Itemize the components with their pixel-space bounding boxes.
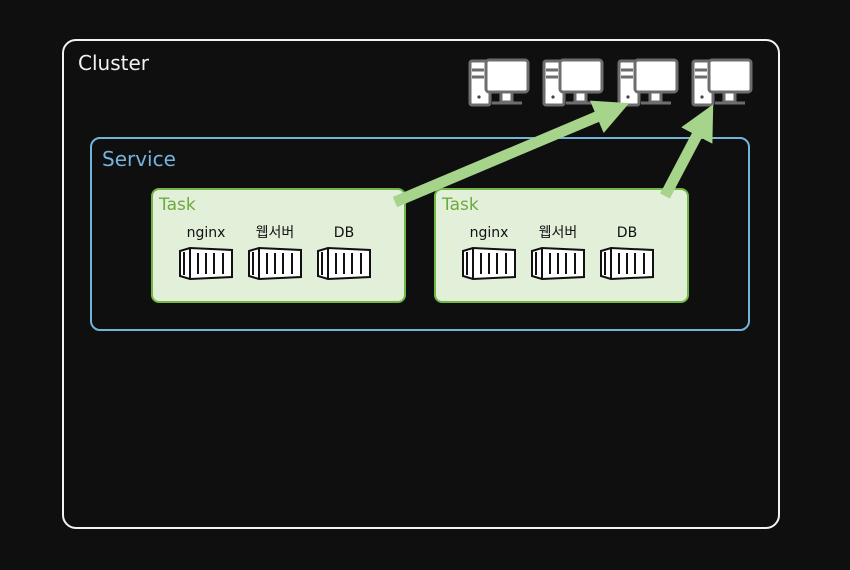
task-label: Task [442, 195, 479, 215]
container-name: DB [333, 225, 355, 241]
computer-icon [617, 58, 679, 112]
computer-2 [542, 58, 604, 112]
computer-3 [617, 58, 679, 112]
task-label: Task [159, 195, 196, 215]
computer-icon [691, 58, 753, 112]
container-nginx: nginx [460, 224, 518, 280]
container-db: DB [598, 224, 656, 280]
container-name: 웹서버 [538, 225, 578, 241]
container-name: 웹서버 [255, 225, 295, 241]
task-box-2: Task nginx 웹서버 DB [434, 188, 689, 303]
container-name: nginx [469, 225, 509, 241]
computer-icon [468, 58, 530, 112]
computer-icon [542, 58, 604, 112]
service-label: Service [102, 147, 176, 171]
container-webserver: 웹서버 [529, 224, 587, 280]
task-box-1: Task nginx 웹서버 DB [151, 188, 406, 303]
shipping-container-icon [246, 246, 304, 280]
shipping-container-icon [315, 246, 373, 280]
cluster-box: Cluster [62, 39, 780, 529]
container-webserver: 웹서버 [246, 224, 304, 280]
cluster-label: Cluster [78, 51, 149, 75]
shipping-container-icon [460, 246, 518, 280]
shipping-container-icon [529, 246, 587, 280]
container-name: DB [616, 225, 638, 241]
container-nginx: nginx [177, 224, 235, 280]
container-name: nginx [186, 225, 226, 241]
shipping-container-icon [177, 246, 235, 280]
computer-1 [468, 58, 530, 112]
shipping-container-icon [598, 246, 656, 280]
container-db: DB [315, 224, 373, 280]
computer-4 [691, 58, 753, 112]
